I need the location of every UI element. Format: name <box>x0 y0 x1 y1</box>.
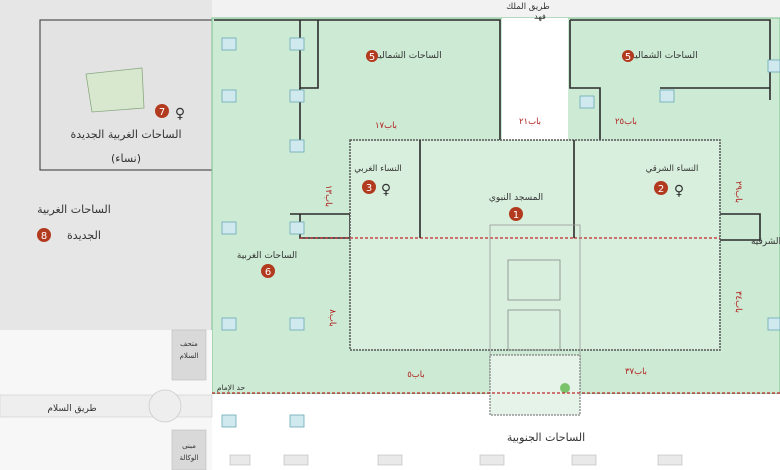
salam-road-label: طريق السلام <box>47 404 96 414</box>
gate-37: باب٣٧ <box>625 367 647 377</box>
north-east-yard-marker <box>622 50 634 62</box>
new-west-number: 8 <box>41 231 47 242</box>
mosque-marker <box>509 207 523 221</box>
north-gap <box>502 18 568 140</box>
gate-8: باب٨ <box>327 309 337 327</box>
museum-label-1: متحف <box>180 340 198 348</box>
gate-17: باب١٧ <box>375 121 397 131</box>
north-west-yard-marker <box>366 50 378 62</box>
agency-label-2: الوكالة <box>179 454 198 462</box>
women-west-number: 3 <box>366 183 372 194</box>
new-west-label-1: الساحات الغربية <box>37 203 111 216</box>
west-yard-number: 6 <box>265 267 271 278</box>
yard-walls <box>214 19 771 241</box>
king-fahd-road-label-1: طريق الملك <box>506 2 550 12</box>
west-yard-marker <box>261 264 275 278</box>
women-east-icon: ♀ <box>674 183 684 199</box>
new-west-women-icon: ♀ <box>175 106 185 122</box>
women-east-marker <box>654 181 668 195</box>
women-west-icon: ♀ <box>381 182 391 198</box>
gate-5: باب٥ <box>407 370 425 380</box>
new-west-women-label-1: الساحات الغربية الجديدة <box>70 128 181 141</box>
women-east-number: 2 <box>658 184 664 195</box>
gate-34: باب٣٤ <box>733 291 743 313</box>
new-west-label-2: الجديدة <box>67 229 101 242</box>
road-network <box>0 329 213 470</box>
gate-25: باب٢٥ <box>615 117 637 127</box>
east-yard-label: الشرقية <box>751 237 780 247</box>
gate-29: باب٢٩ <box>733 181 743 203</box>
new-west-women-number: 7 <box>159 107 165 118</box>
imam-boundary-label: حد الإمام <box>217 383 246 392</box>
agency-label-1: مبنى <box>182 442 196 450</box>
north-west-yard-number: 5 <box>369 52 375 63</box>
women-east-label: النساء الشرقي <box>646 164 699 174</box>
women-west-label: النساء الغربي <box>354 164 402 174</box>
umbrella-markers <box>221 37 780 428</box>
mosque-outline <box>300 139 721 416</box>
mosque-number: 1 <box>513 210 519 221</box>
new-west-marker <box>37 228 51 242</box>
parking-row <box>229 454 683 466</box>
new-west-women-marker <box>155 104 169 118</box>
new-west-women-label-2: (نساء) <box>111 152 141 165</box>
north-west-yard-label: الساحات الشمالية <box>374 51 441 61</box>
north-east-yard-label: الساحات الشمالية <box>630 51 697 61</box>
gate-13: باب١٣ <box>323 185 333 207</box>
south-yard-label: الساحات الجنوبية <box>507 431 585 444</box>
museum-label-2: السلام <box>180 352 199 360</box>
gate-21: باب٢١ <box>519 117 541 127</box>
women-west-marker <box>362 180 376 194</box>
north-east-yard-number: 5 <box>625 52 631 63</box>
mosque-label: المسجد النبوي <box>489 193 543 203</box>
north-road-strip <box>212 0 780 18</box>
king-fahd-road-label-2: فهد <box>534 12 546 21</box>
west-yard-label: الساحات الغربية <box>237 251 297 261</box>
new-west-plot <box>85 67 145 113</box>
